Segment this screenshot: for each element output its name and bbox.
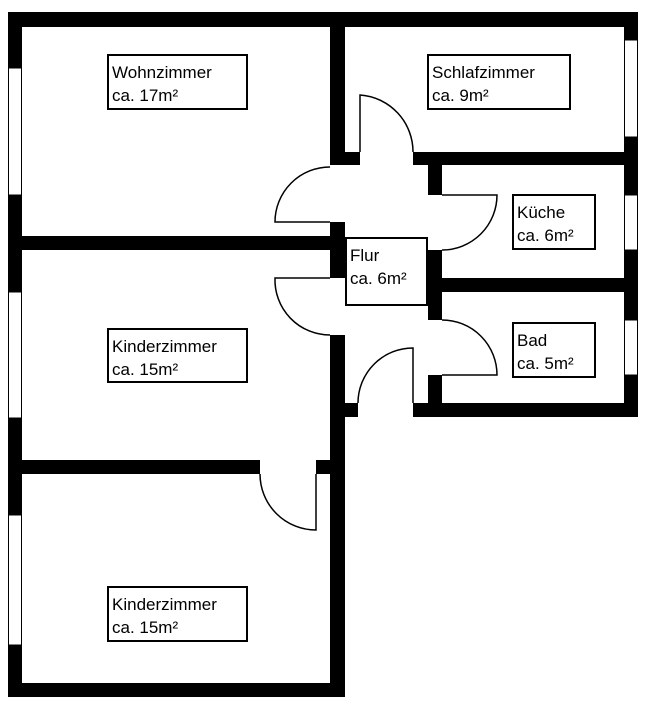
room-area: ca. 6m² [350, 269, 407, 288]
doors [259, 94, 498, 531]
wall-flur-bottom-stub [330, 403, 358, 417]
windows [8, 39, 638, 646]
wall-wohn-kinder [8, 236, 345, 250]
door-kinderzimmer2 [259, 473, 317, 531]
window-bad [624, 319, 638, 376]
room-name: Kinderzimmer [112, 337, 217, 356]
window-kueche [624, 194, 638, 251]
window-schlafzimmer [624, 39, 638, 138]
room-name: Kinderzimmer [112, 595, 217, 614]
room-label-kinderzimmer1: Kinderzimmer ca. 15m² [107, 328, 248, 383]
wall-schlaf-stub [330, 152, 360, 165]
wall-schlaf-bottom [413, 152, 638, 165]
door-schlafzimmer [359, 94, 414, 153]
wall-kueche-bad [428, 278, 638, 292]
window-wohnzimmer [8, 67, 22, 196]
room-label-kueche: Küche ca. 6m² [512, 194, 596, 250]
door-flur-bottom [357, 347, 414, 404]
door-bad [441, 319, 498, 376]
room-label-kinderzimmer2: Kinderzimmer ca. 15m² [107, 586, 248, 642]
outer-wall-bottom-right [413, 403, 638, 417]
room-area: ca. 5m² [517, 354, 574, 373]
room-area: ca. 17m² [112, 86, 178, 105]
room-area: ca. 15m² [112, 618, 178, 637]
wall-bad-left [428, 375, 442, 417]
outer-wall-bottom [8, 683, 345, 697]
room-area: ca. 9m² [432, 86, 489, 105]
room-name: Wohnzimmer [112, 63, 212, 82]
window-kinderzimmer2 [8, 514, 22, 646]
room-name: Schlafzimmer [432, 63, 535, 82]
room-label-flur: Flur ca. 6m² [345, 237, 428, 306]
room-label-bad: Bad ca. 5m² [512, 322, 596, 378]
wall-kinder-stub [316, 460, 345, 474]
wall-flur-left-lower [330, 335, 345, 697]
wall-kinder-kinder [8, 460, 260, 474]
window-kinderzimmer1 [8, 291, 22, 419]
room-area: ca. 15m² [112, 360, 178, 379]
room-name: Küche [517, 203, 565, 222]
door-kueche [441, 194, 498, 251]
room-name: Bad [517, 331, 547, 350]
wall-kueche-left-top [428, 165, 442, 195]
door-wohnzimmer [274, 166, 331, 223]
outer-wall-top [8, 12, 638, 27]
room-area: ca. 6m² [517, 226, 574, 245]
wall-wohn-schlaf [330, 12, 345, 165]
room-label-schlafzimmer: Schlafzimmer ca. 9m² [427, 54, 571, 110]
room-name: Flur [350, 246, 380, 265]
door-kinderzimmer1 [274, 277, 331, 336]
room-label-wohnzimmer: Wohnzimmer ca. 17m² [107, 54, 248, 110]
